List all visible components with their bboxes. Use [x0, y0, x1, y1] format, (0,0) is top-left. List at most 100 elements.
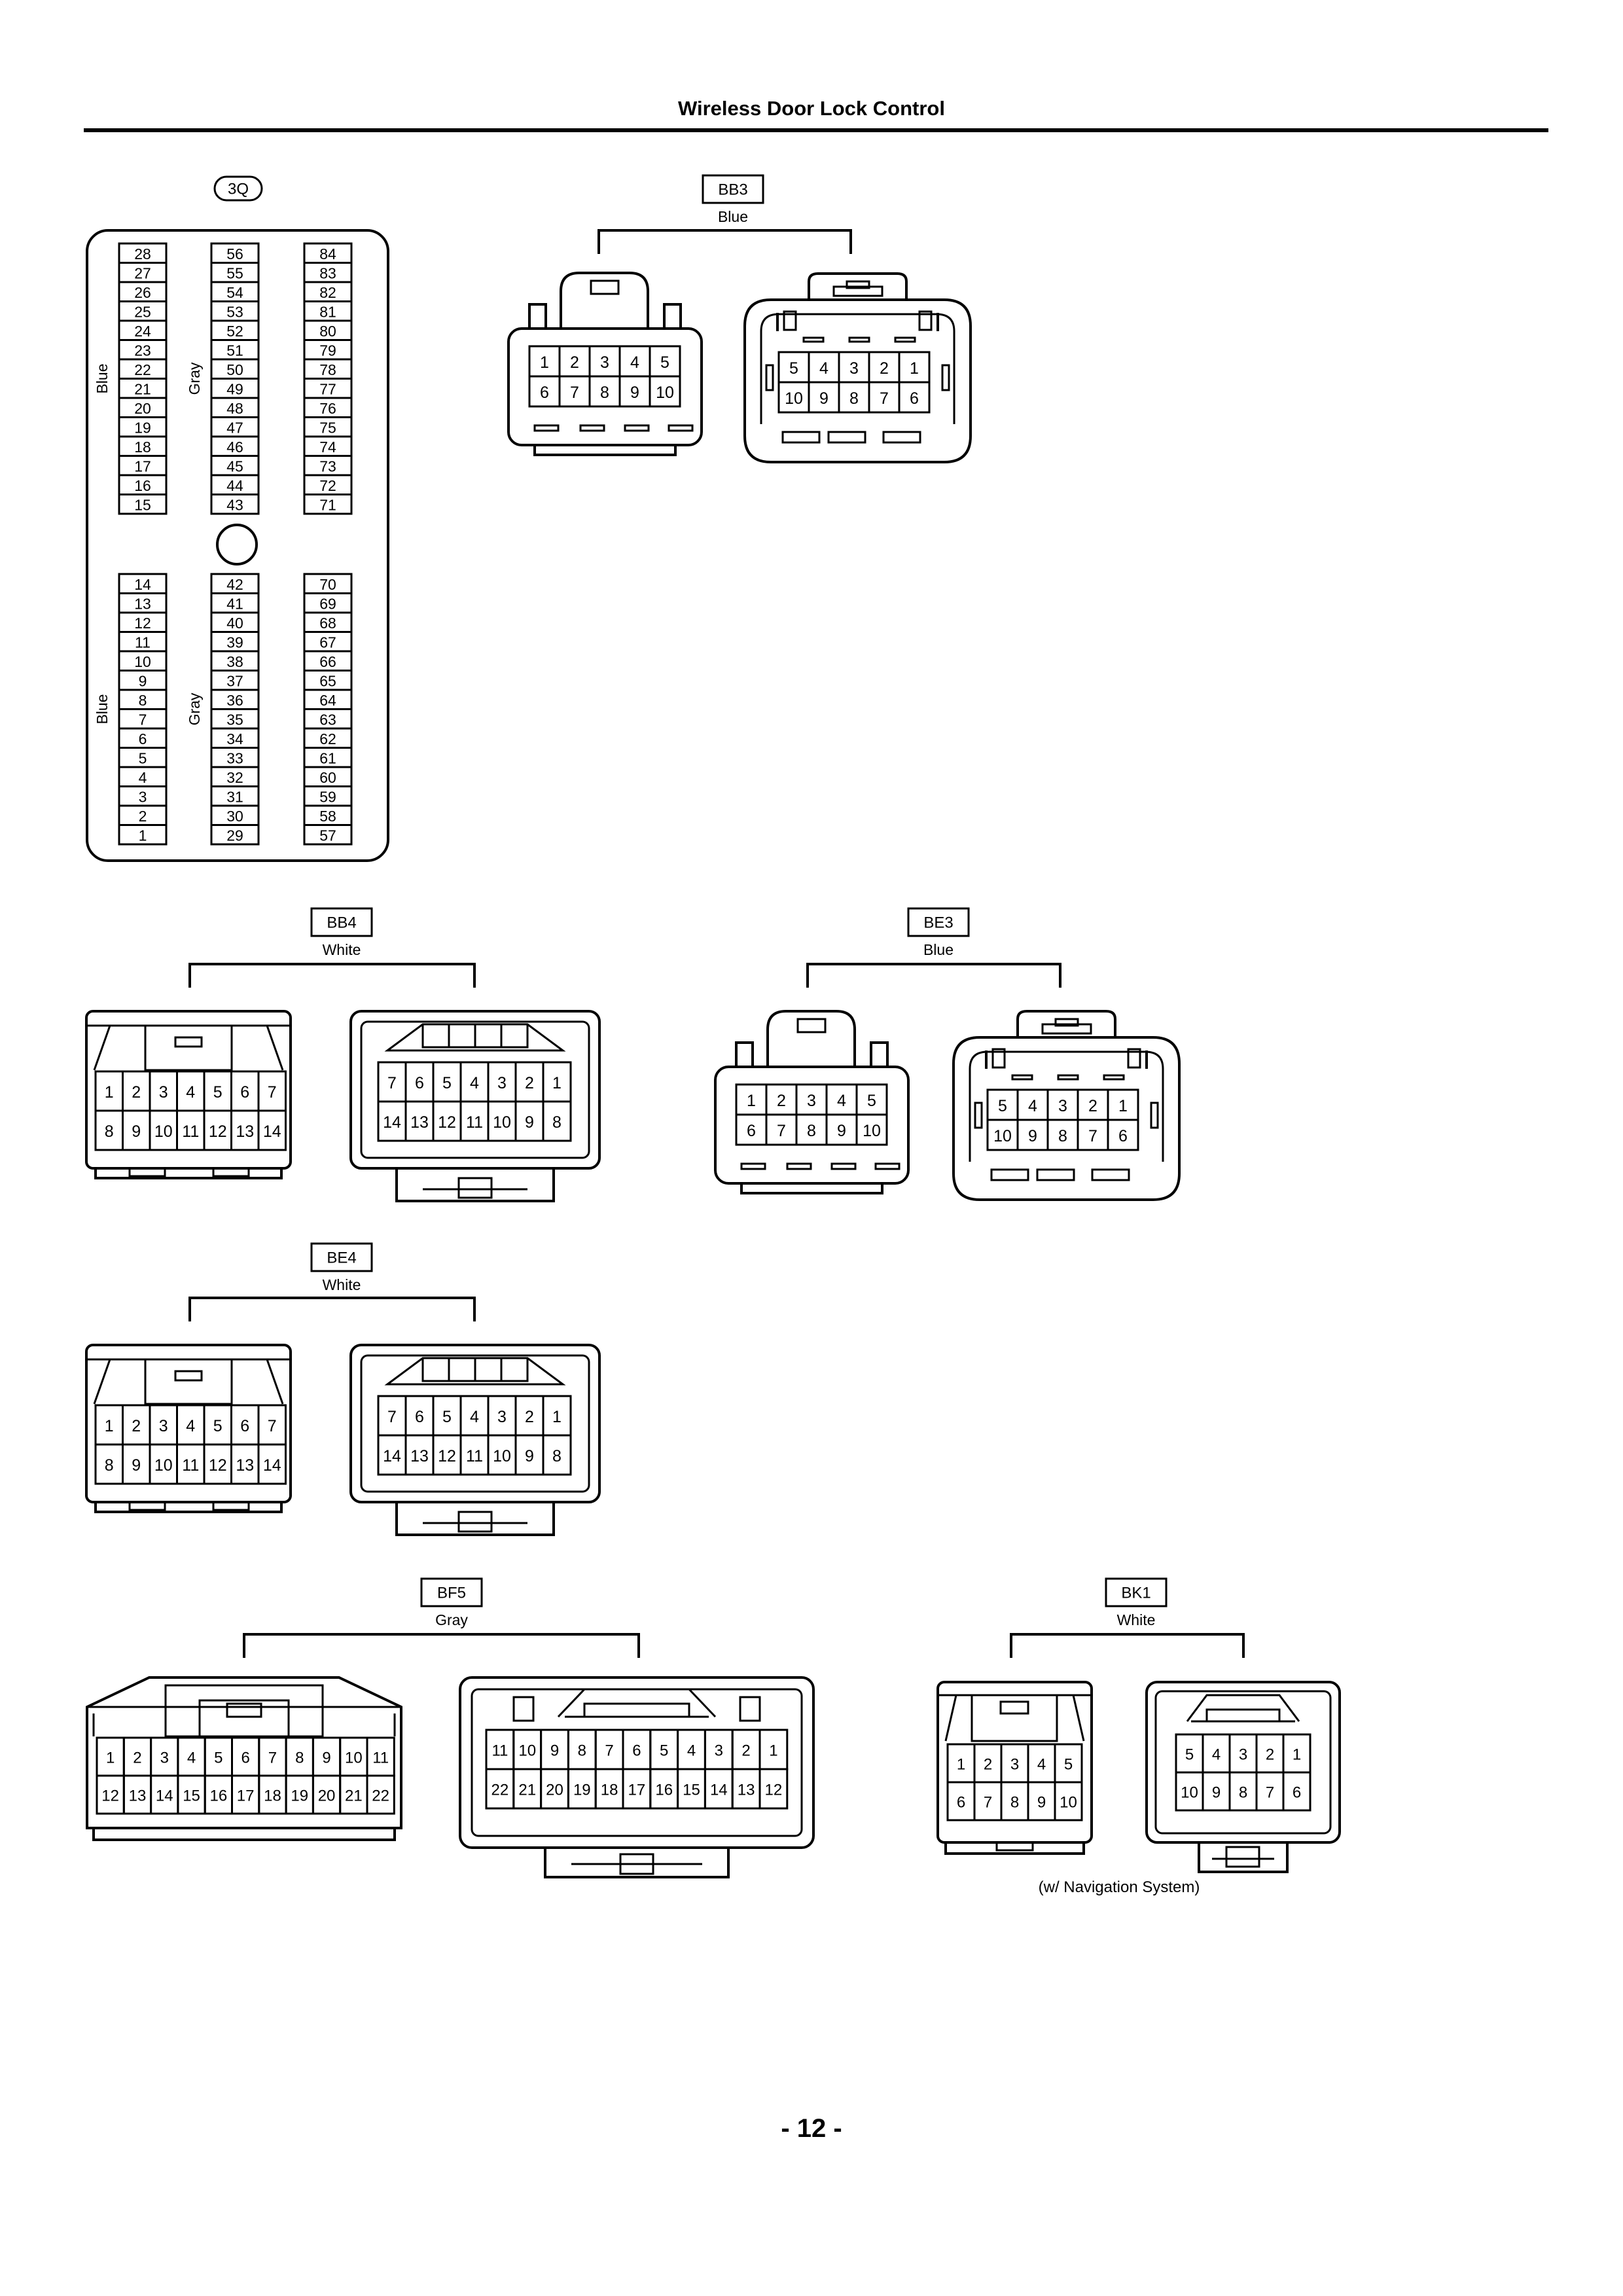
- pin-number: 2: [984, 1756, 992, 1774]
- junction-pin-number: 76: [319, 400, 336, 417]
- pin-number: 9: [525, 1447, 534, 1465]
- page-number: - 12 -: [781, 2114, 842, 2143]
- junction-pin-number: 66: [319, 653, 336, 670]
- junction-block-3q: 3Q2827262524232221201918171615Blue565554…: [86, 175, 389, 862]
- connector-id-box: [907, 907, 970, 937]
- pin-number: 3: [497, 1408, 507, 1426]
- pin-number: 10: [1060, 1794, 1077, 1812]
- pin-number: 6: [240, 1083, 249, 1102]
- junction-pin-number: 9: [139, 672, 147, 689]
- pin-number: 5: [1185, 1746, 1194, 1764]
- junction-pin-number: 61: [319, 749, 336, 766]
- chamfer: [944, 1695, 957, 1742]
- pin-number: 12: [209, 1456, 227, 1475]
- pin-number: 6: [415, 1408, 424, 1426]
- pin-number: 14: [710, 1782, 728, 1799]
- latch-tab: [846, 280, 870, 289]
- pin-number: 5: [442, 1074, 452, 1092]
- chamfer: [93, 1025, 111, 1071]
- pin-number: 1: [1293, 1746, 1301, 1764]
- junction-pin-number: 11: [135, 634, 151, 651]
- inner-wall: [1154, 1690, 1332, 1835]
- junction-pin-number: 34: [226, 730, 243, 747]
- bottom-latch: [544, 1848, 730, 1878]
- pin-number: 12: [101, 1787, 119, 1805]
- pin-number: 2: [525, 1074, 534, 1092]
- junction-pin-number: 33: [226, 749, 243, 766]
- side-key: [765, 364, 774, 391]
- pin-number: 1: [552, 1074, 562, 1092]
- junction-pin-number: 68: [319, 615, 336, 632]
- pin-number: 1: [552, 1408, 562, 1426]
- pin-number: 10: [993, 1127, 1012, 1145]
- junction-pin-number: 49: [226, 380, 243, 397]
- junction-pin-number: 41: [226, 595, 243, 612]
- pin-cell: [898, 381, 931, 414]
- key: [783, 310, 797, 331]
- junction-pin-number: 40: [226, 615, 243, 632]
- pin-number: 4: [186, 1417, 195, 1435]
- connector-id-box: [310, 907, 373, 937]
- junction-pin-number: 78: [319, 361, 336, 378]
- pin-number: 11: [182, 1122, 199, 1141]
- slot: [894, 336, 916, 343]
- bottom-tab: [212, 1501, 250, 1511]
- side-key: [941, 364, 950, 391]
- junction-pin-number: 50: [226, 361, 243, 378]
- pin-number: 8: [1010, 1794, 1019, 1812]
- pin-number: 10: [863, 1122, 881, 1140]
- junction-pin-number: 54: [226, 284, 243, 301]
- left-ear: [735, 1041, 754, 1067]
- pin-number: 9: [550, 1742, 559, 1760]
- bottom-rail: [944, 1842, 1085, 1855]
- pin-number: 2: [1088, 1097, 1097, 1115]
- side-key: [974, 1102, 983, 1129]
- slot: [1057, 1074, 1079, 1081]
- pin-cell: [366, 1774, 395, 1815]
- top-boss: [1186, 1694, 1300, 1722]
- junction-pin-number: 4: [139, 769, 147, 786]
- pin-number: 8: [849, 389, 859, 408]
- pin-number: 13: [129, 1787, 147, 1805]
- junction-pin-number: 31: [226, 788, 243, 805]
- pin-number: 3: [715, 1742, 723, 1760]
- pin-number: 3: [160, 1749, 169, 1767]
- junction-pin-number: 67: [319, 634, 336, 651]
- pin-number: 11: [466, 1113, 483, 1132]
- pin-number: 13: [236, 1122, 254, 1141]
- bottom-tab: [995, 1841, 1034, 1852]
- junction-pin-number: 53: [226, 303, 243, 320]
- junction-pin-number: 72: [319, 477, 336, 494]
- junction-pin-number: 13: [134, 595, 151, 612]
- junction-block-body: [86, 229, 389, 862]
- pin-number: 14: [263, 1122, 281, 1141]
- connector-id: BB4: [327, 914, 356, 932]
- junction-pin-cell: [118, 824, 168, 846]
- pin-number: 8: [105, 1456, 114, 1475]
- pin-number: 19: [291, 1787, 308, 1805]
- junction-pin-number: 71: [319, 496, 336, 513]
- pin-number: 6: [415, 1074, 424, 1092]
- pin-number: 10: [785, 389, 803, 408]
- pin-number: 2: [132, 1417, 141, 1435]
- connector-bracket: [188, 963, 476, 988]
- pin-number: 10: [493, 1447, 511, 1465]
- junction-pin-number: 75: [319, 419, 336, 436]
- pin-number: 6: [957, 1794, 965, 1812]
- connector-id: BF5: [437, 1585, 466, 1602]
- pin-number: 14: [156, 1787, 173, 1805]
- bottom-rail: [94, 1168, 283, 1179]
- pin-number: 19: [573, 1782, 591, 1799]
- junction-pin-number: 7: [139, 711, 147, 728]
- bottom-tab: [457, 1511, 493, 1533]
- junction-pin-number: 63: [319, 711, 336, 728]
- pin-number: 8: [1239, 1784, 1247, 1802]
- chamfer: [1072, 1695, 1085, 1742]
